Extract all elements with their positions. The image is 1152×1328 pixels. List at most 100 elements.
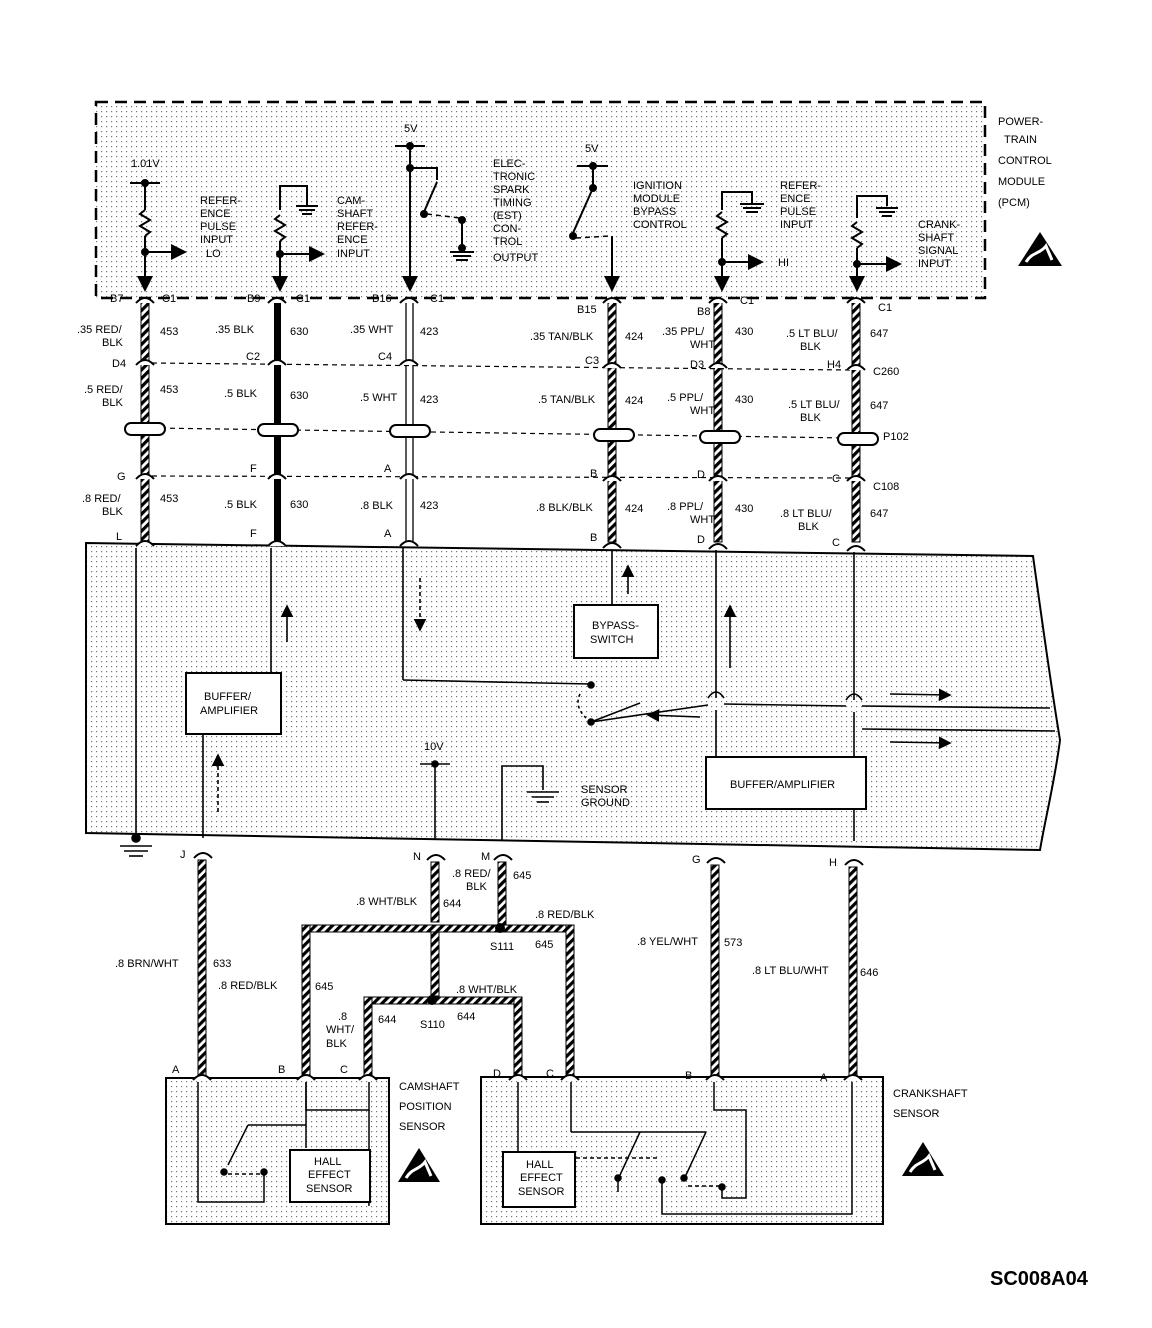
voltage-10v: 10V: [424, 741, 444, 753]
pin-label: C2: [246, 351, 260, 363]
pin-label: B16: [372, 293, 392, 305]
wire-label: .5 TAN/BLK: [538, 394, 596, 406]
crankshaft-sensor-label: CRANKSHAFT SENSOR: [893, 1088, 968, 1120]
lower-labels: .8 BRN/WHT 633 .8 RED/ BLK 645 .8 WHT/BL…: [115, 868, 878, 1050]
circuit-number: 424: [625, 395, 643, 407]
circuit-number: 645: [513, 870, 531, 882]
circuit-number: 424: [625, 331, 643, 343]
wire-label: WHT: [690, 405, 715, 417]
bypass-switch-label: BYPASS-: [592, 620, 639, 632]
hi-label: HI: [778, 257, 789, 269]
circuit-number: 633: [213, 958, 231, 970]
circuit-number: 430: [735, 503, 753, 515]
wire-label: BLK: [466, 881, 487, 893]
pin-label: F: [250, 463, 257, 475]
cam-sensor-label: POSITION: [399, 1101, 452, 1113]
voltage-5v: 5V: [585, 143, 599, 155]
wire-label: .8 WHT/BLK: [356, 896, 418, 908]
pcm-module: [94, 100, 987, 300]
ref-lo-label: INPUT: [200, 234, 233, 246]
circuit-number: 453: [160, 326, 178, 338]
buffer-right-label: BUFFER/AMPLIFIER: [730, 779, 835, 791]
wire-label: .8 BLK: [360, 500, 394, 512]
crank-label: INPUT: [918, 258, 951, 270]
est-label: (EST): [493, 210, 522, 222]
connector-c260-label: C260: [873, 366, 899, 378]
icm-internal-wiring: [120, 548, 1056, 857]
wire-label: WHT: [690, 514, 715, 526]
pin-label: B: [590, 532, 597, 544]
pin-label: H: [829, 857, 837, 869]
bypass-switch: BYPASS- SWITCH: [573, 604, 659, 659]
pcm-label-line: POWER-: [998, 116, 1044, 128]
icm-bottom-pins: [193, 852, 864, 866]
wire-label: .8 LT BLU/: [780, 508, 833, 520]
circuit-number: 644: [443, 898, 461, 910]
pin-label: D: [697, 534, 705, 546]
cam-ref-label: SHAFT: [337, 208, 373, 220]
ref-lo-label: REFER-: [200, 195, 241, 207]
wire-label: .5 BLK: [224, 499, 258, 511]
voltage-5v: 5V: [404, 123, 418, 135]
circuit-number: 644: [457, 1011, 475, 1023]
ref-hi-label: PULSE: [780, 206, 816, 218]
hall-label: HALL: [314, 1156, 342, 1168]
bypass-label: CONTROL: [633, 219, 687, 231]
pin-label: M: [481, 851, 490, 863]
pcm-internal-circuits: [130, 142, 902, 292]
pin-label: B8: [697, 306, 710, 318]
wire-label: .5 PPL/: [667, 392, 704, 404]
est-label: SPARK: [493, 184, 530, 196]
wire-label: BLK: [102, 506, 123, 518]
circuit-number: 424: [625, 503, 643, 515]
wire-label: BLK: [102, 397, 123, 409]
wire-label: .8 RED/: [82, 493, 121, 505]
circuit-number: 430: [735, 326, 753, 338]
bypass-label: MODULE: [633, 193, 680, 205]
wire-label: .8 PPL/: [667, 501, 704, 513]
wire-label: .35 RED/: [77, 324, 123, 336]
bypass-label: IGNITION: [633, 180, 682, 192]
ref-lo-label: PULSE: [200, 221, 236, 233]
pin-label: D: [493, 1068, 501, 1080]
circuit-number: 453: [160, 493, 178, 505]
pin-label: C: [832, 537, 840, 549]
pin-label: G: [692, 854, 701, 866]
bypass-label: BYPASS: [633, 206, 676, 218]
cam-ref-label: CAM-: [337, 195, 365, 207]
wire-label: .5 LT BLU/: [786, 328, 839, 340]
pcm-dashed-links: [426, 213, 611, 239]
est-label: ELEC-: [493, 158, 526, 170]
cam-ref-label: INPUT: [337, 248, 370, 260]
connector-p102-label: P102: [883, 431, 909, 443]
splice-s110: [427, 995, 437, 1005]
wire-label: .35 WHT: [350, 324, 394, 336]
pin-label: C: [546, 1068, 554, 1080]
pcm-label-line: CONTROL: [998, 155, 1052, 167]
esd-icon: [398, 1148, 440, 1182]
pin-label: C: [340, 1064, 348, 1076]
connector-label: C1: [162, 293, 176, 305]
cam-sensor-label: CAMSHAFT: [399, 1081, 460, 1093]
crank-sensor-label: CRANKSHAFT: [893, 1088, 968, 1100]
circuit-number: 453: [160, 384, 178, 396]
figure-id: SC008A04: [990, 1268, 1089, 1290]
wire-label: .35 TAN/BLK: [530, 331, 594, 343]
splice-label: S111: [490, 941, 514, 953]
pin-label: F: [250, 528, 257, 540]
pin-label: D3: [690, 359, 704, 371]
pin-label: N: [413, 851, 421, 863]
pcm-label-line: TRAIN: [1004, 134, 1037, 146]
connector-symbols: [124, 297, 879, 552]
wire-label: .8 RED/BLK: [535, 909, 595, 921]
p102-grommet: [124, 422, 879, 446]
circuit-number: 645: [315, 981, 333, 993]
connector-label: C1: [878, 302, 892, 314]
connector-c108-label: C108: [873, 481, 899, 493]
ref-hi-label: INPUT: [780, 219, 813, 231]
pcm-texts: 1.01V 5V 5V REFER- ENCE PULSE INPUT LO C…: [131, 123, 961, 270]
icm-texts: 10V SENSOR GROUND: [424, 741, 630, 809]
wire-label: .8 YEL/WHT: [637, 936, 698, 948]
bypass-switch-label: SWITCH: [590, 634, 633, 646]
